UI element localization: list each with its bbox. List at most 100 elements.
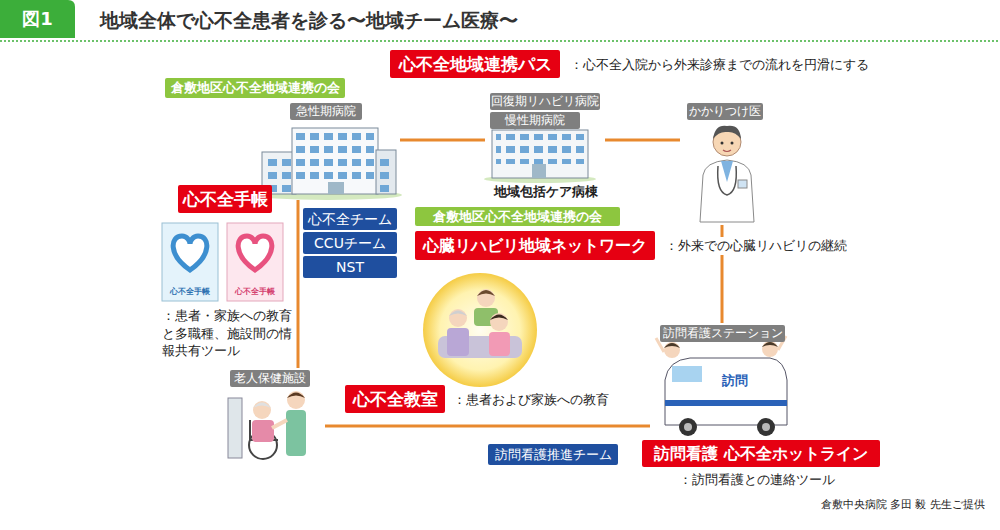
care-facility-illustration: [228, 398, 242, 458]
diagram-node: 心臓リハビリ地域ネットワーク ：外来での心臓リハビリの継続: [415, 231, 865, 261]
diagram-node: 老人保健施設: [220, 368, 325, 462]
care-facility-illustration: [253, 401, 271, 419]
visiting-van-illustration: [762, 423, 770, 431]
family-illustration: [490, 315, 508, 321]
doctor-illustration: [713, 126, 741, 139]
hospital-illustration: [292, 128, 378, 194]
family-illustration: [489, 332, 510, 356]
visiting-van-illustration: [762, 341, 778, 357]
diagram-node: 回復期リハビリ病院慢性期病院地域包括ケア病棟: [485, 91, 605, 203]
notebook-covers: [162, 223, 218, 301]
description-text: ：外来での心臓リハビリの継続: [663, 237, 863, 255]
diagram-node: 倉敷地区心不全地域連携の会: [415, 207, 620, 226]
visiting-van-illustration: [665, 358, 787, 425]
title-band: [0, 0, 75, 38]
facility-tag: 慢性期病院: [490, 112, 580, 129]
figure-number: 図1: [0, 0, 75, 38]
notebook-covers: [162, 223, 283, 301]
hospital-illustration: [254, 128, 402, 200]
team-box: NST: [303, 256, 397, 278]
care-facility-illustration: [253, 403, 271, 409]
heading-box: 心不全手帳: [178, 185, 272, 213]
visiting-van-illustration: [757, 418, 775, 436]
doctor-illustration: [723, 150, 731, 152]
connector-line: [605, 139, 680, 142]
family-illustration: [449, 309, 467, 327]
illustration-text: 訪問: [712, 372, 758, 390]
notebook-covers: [173, 236, 207, 270]
rehab-hospital-illustration: [492, 130, 588, 178]
visiting-van-illustration: [656, 336, 787, 436]
care-facility-illustration: [287, 393, 305, 399]
credit-caption: 倉敷中央病院 多田 毅 先生ご提供: [600, 496, 985, 512]
family-illustration: [423, 273, 537, 387]
visiting-van-illustration: [664, 342, 680, 358]
family-illustration: [449, 311, 467, 317]
diagram-node: 心不全教室 ：患者および家族への教育: [345, 385, 625, 415]
diagram-node: 訪問看護推進チーム: [488, 444, 618, 465]
facility-tag: 老人保健施設: [230, 370, 310, 387]
hospital-illustration: [376, 150, 396, 194]
notebook-covers: [238, 236, 272, 270]
diagram-node: 訪問看護 心不全ホットライン ：訪問看護との連絡ツール: [642, 440, 887, 490]
doctor-illustration: [731, 142, 734, 145]
group-tag: 倉敷地区心不全地域連携の会: [165, 78, 345, 98]
heading-box: 心不全地域連携パス: [390, 50, 560, 78]
figure-title: 地域全体で心不全患者を診る〜地域チーム医療〜: [100, 7, 518, 35]
diagram-node: 心不全手帳 ：患者・家族への教育と多職種、施設間の情報共有ツール: [155, 183, 295, 363]
family-illustration: [490, 313, 508, 331]
facility-tag: 回復期リハビリ病院: [490, 93, 600, 110]
description-text: ：訪問看護との連絡ツール: [677, 471, 877, 488]
title-band: [0, 0, 1000, 41]
visiting-van-illustration: [665, 400, 787, 406]
diagram-node: CCUチーム: [303, 232, 397, 254]
family-illustration: [447, 328, 469, 356]
heading-box: 訪問看護 心不全ホットライン: [642, 440, 880, 467]
heading-box: 心臓リハビリ地域ネットワーク: [415, 231, 655, 260]
facility-tag: 急性期病院: [290, 103, 362, 120]
heading-box: 心不全教室: [345, 385, 445, 413]
description-text: ：心不全入院から外来診療までの流れを円滑にする: [568, 56, 988, 74]
team-box: CCUチーム: [303, 232, 397, 254]
hospital-illustration: [296, 132, 374, 184]
description-text: ：患者および家族への教育: [451, 391, 626, 409]
visiting-van-illustration: [664, 343, 680, 348]
diagram-node: 倉敷地区心不全地域連携の会: [165, 78, 345, 98]
group-tag: 倉敷地区心不全地域連携の会: [415, 207, 620, 226]
visiting-van-illustration: [684, 423, 692, 431]
family-illustration: [477, 290, 495, 296]
rehab-hospital-illustration: [532, 164, 546, 178]
doctor-illustration: [738, 180, 747, 188]
illustration-text: 心不全手帳: [163, 285, 217, 297]
team-box: 心不全チーム: [303, 208, 397, 230]
notebook-covers: [227, 223, 283, 301]
rehab-hospital-illustration: [484, 122, 596, 183]
family-illustration: [477, 289, 495, 307]
diagram-node: NST: [303, 256, 397, 278]
care-facility-illustration: [286, 410, 306, 456]
facility-name: 地域包括ケア病棟: [490, 183, 602, 201]
connector-line: [297, 200, 300, 368]
hospital-illustration: [328, 182, 344, 194]
doctor-illustration: [721, 142, 724, 145]
care-facility-illustration: [252, 420, 274, 442]
visiting-van-illustration: [762, 342, 778, 347]
visiting-van-illustration: [672, 366, 702, 382]
team-box: 訪問看護推進チーム: [488, 444, 618, 465]
title-band: [0, 40, 1000, 42]
visiting-van-illustration: [679, 418, 697, 436]
connector-line: [325, 425, 650, 428]
doctor-illustration: [700, 160, 754, 222]
diagram-node: 心不全地域連携パス ：心不全入院から外来診療までの流れを円滑にする: [390, 50, 990, 80]
facility-tag: かかりつけ医: [687, 103, 763, 120]
care-facility-illustration: [272, 420, 287, 428]
facility-tag: 訪問看護ステーション: [660, 325, 785, 342]
diagram-node: 急性期病院: [255, 101, 400, 200]
diagram-node: 心不全チーム: [303, 208, 397, 230]
hospital-illustration: [378, 154, 394, 192]
illustration-text: 心不全手帳: [228, 285, 282, 297]
rehab-hospital-illustration: [496, 134, 584, 164]
doctor-illustration: [718, 166, 737, 195]
description-text: ：患者・家族への教育と多職種、施設間の情報共有ツール: [160, 307, 295, 363]
